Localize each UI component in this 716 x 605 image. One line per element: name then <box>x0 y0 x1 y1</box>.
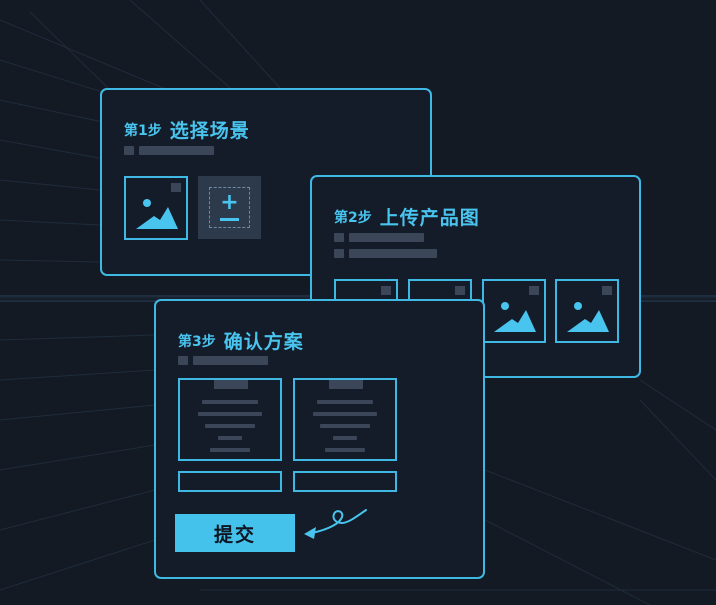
doc-text-line <box>205 424 255 428</box>
doc-text-line <box>325 448 365 452</box>
document-icon <box>214 380 248 389</box>
document-icon <box>329 380 363 389</box>
doc-text-line <box>202 400 258 404</box>
product-image-tile[interactable] <box>482 279 546 343</box>
plan-select-box[interactable] <box>293 471 397 492</box>
doc-text-line <box>218 436 242 440</box>
tile-corner-marker <box>381 286 391 295</box>
placeholder-bullet <box>334 233 344 242</box>
image-icon <box>136 199 178 229</box>
doc-text-line <box>317 400 373 404</box>
tile-corner-marker <box>529 286 539 295</box>
placeholder-bullet <box>178 356 188 365</box>
doc-text-line <box>210 448 250 452</box>
plan-select-box[interactable] <box>178 471 282 492</box>
image-icon <box>567 302 609 332</box>
doc-text-line <box>333 436 357 440</box>
plan-option-card[interactable] <box>178 378 282 461</box>
placeholder-text-line <box>349 249 437 258</box>
image-icon <box>494 302 536 332</box>
plan-option-card[interactable] <box>293 378 397 461</box>
scene-image-tile[interactable] <box>124 176 188 240</box>
product-image-tile[interactable] <box>555 279 619 343</box>
step-3-name: 确认方案 <box>223 331 304 353</box>
placeholder-bullet <box>124 146 134 155</box>
placeholder-text-line <box>139 146 214 155</box>
plus-underline <box>220 218 239 221</box>
submit-button[interactable]: 提交 <box>175 514 295 552</box>
step-2-title: 第2步上传产品图 <box>334 203 480 230</box>
dashed-frame <box>209 187 250 228</box>
add-scene-button[interactable]: + <box>198 176 261 239</box>
step-1-number: 第1步 <box>124 123 162 139</box>
plus-icon: + <box>220 190 239 215</box>
placeholder-bullet <box>334 249 344 258</box>
step-1-name: 选择场景 <box>169 120 250 142</box>
tile-corner-marker <box>602 286 612 295</box>
curly-arrow-icon <box>304 509 367 539</box>
step-3-title: 第3步确认方案 <box>178 327 304 354</box>
tile-corner-marker <box>455 286 465 295</box>
doc-text-line <box>198 412 262 416</box>
tile-corner-marker <box>171 183 181 192</box>
step-1-title: 第1步选择场景 <box>124 116 250 143</box>
step-3-number: 第3步 <box>178 334 216 350</box>
placeholder-text-line <box>349 233 424 242</box>
step-2-number: 第2步 <box>334 210 372 226</box>
step-2-name: 上传产品图 <box>379 207 480 229</box>
doc-text-line <box>313 412 377 416</box>
doc-text-line <box>320 424 370 428</box>
placeholder-text-line <box>193 356 268 365</box>
